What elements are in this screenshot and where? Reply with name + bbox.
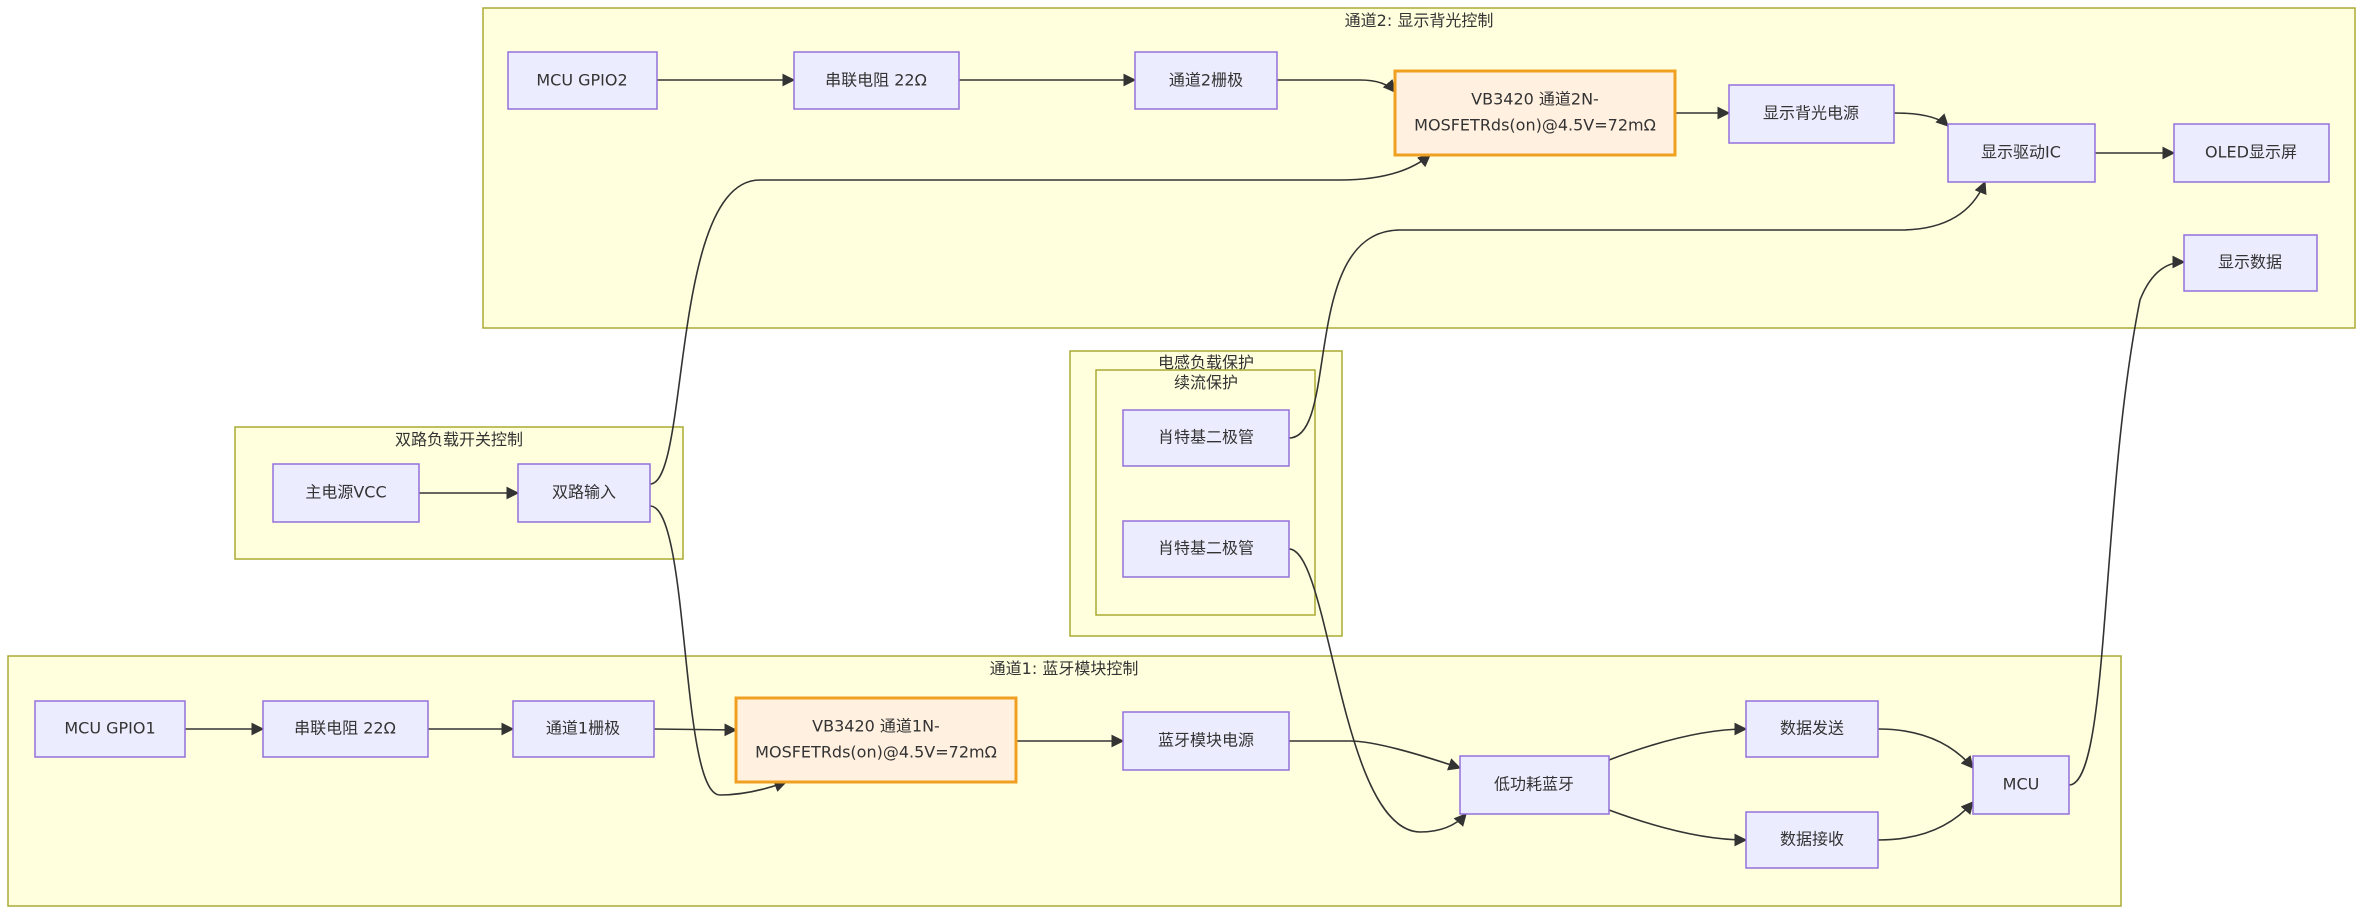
node-data-tx[interactable]: 数据发送 xyxy=(1745,700,1879,758)
node-oled[interactable]: OLED显示屏 xyxy=(2173,123,2330,183)
edge-diode2-ble xyxy=(1288,548,1467,833)
node-bt-power[interactable]: 蓝牙模块电源 xyxy=(1122,711,1290,771)
svg-text:显示驱动IC: 显示驱动IC xyxy=(1981,143,2061,162)
node-gate1[interactable]: 通道1栅极 xyxy=(512,700,655,758)
subgraph-channel1-title: 通道1: 蓝牙模块控制 xyxy=(990,659,1139,678)
svg-text:主电源VCC: 主电源VCC xyxy=(305,483,386,502)
node-data-rx[interactable]: 数据接收 xyxy=(1745,811,1879,869)
svg-text:MOSFETRds(on)@4.5V=72mΩ: MOSFETRds(on)@4.5V=72mΩ xyxy=(755,743,997,762)
node-backlight-power[interactable]: 显示背光电源 xyxy=(1728,84,1895,144)
node-gate2[interactable]: 通道2栅极 xyxy=(1134,51,1278,110)
svg-text:MCU GPIO1: MCU GPIO1 xyxy=(64,719,155,738)
svg-text:MCU: MCU xyxy=(2003,775,2040,794)
node-schottky-diode-2[interactable]: 肖特基二极管 xyxy=(1122,520,1290,578)
edge-backlight-displayic xyxy=(1893,112,1949,127)
edge-diode1-displayic xyxy=(1288,180,1987,439)
svg-text:数据发送: 数据发送 xyxy=(1780,719,1844,738)
node-main-vcc[interactable]: 主电源VCC xyxy=(272,463,420,523)
svg-text:肖特基二极管: 肖特基二极管 xyxy=(1158,539,1254,558)
svg-text:MCU GPIO2: MCU GPIO2 xyxy=(536,71,627,90)
node-mosfet-ch2[interactable]: VB3420 通道2N- MOSFETRds(on)@4.5V=72mΩ xyxy=(1393,69,1677,157)
svg-text:通道2栅极: 通道2栅极 xyxy=(1169,71,1243,90)
node-mcu[interactable]: MCU xyxy=(1972,755,2070,815)
edge-mcu-displaydata xyxy=(2068,255,2186,786)
svg-text:肖特基二极管: 肖特基二极管 xyxy=(1158,428,1254,447)
svg-text:通道1栅极: 通道1栅极 xyxy=(546,719,620,738)
edge-ble-rx xyxy=(1608,809,1748,847)
edge-dual-mos1 xyxy=(649,505,788,796)
svg-text:MOSFETRds(on)@4.5V=72mΩ: MOSFETRds(on)@4.5V=72mΩ xyxy=(1414,116,1656,135)
node-dual-input[interactable]: 双路输入 xyxy=(517,463,651,523)
edge-ble-tx xyxy=(1608,722,1748,761)
edge-btpower-ble xyxy=(1289,740,1462,771)
svg-text:数据接收: 数据接收 xyxy=(1780,830,1844,849)
node-series-resistor-2[interactable]: 串联电阻 22Ω xyxy=(793,51,960,110)
node-mcu-gpio2[interactable]: MCU GPIO2 xyxy=(507,51,658,110)
subgraph-freewheel-title: 续流保护 xyxy=(1174,373,1238,392)
edge-gate2-mos2 xyxy=(1277,79,1396,93)
edges xyxy=(185,73,2186,847)
node-display-data[interactable]: 显示数据 xyxy=(2183,234,2318,292)
svg-text:蓝牙模块电源: 蓝牙模块电源 xyxy=(1158,731,1254,750)
node-mcu-gpio1[interactable]: MCU GPIO1 xyxy=(34,700,186,758)
svg-text:串联电阻 22Ω: 串联电阻 22Ω xyxy=(825,71,927,90)
edge-gate1-mos1 xyxy=(653,723,738,737)
subgraph-dual-load-title: 双路负载开关控制 xyxy=(395,430,523,449)
node-ble[interactable]: 低功耗蓝牙 xyxy=(1459,755,1610,815)
svg-text:双路输入: 双路输入 xyxy=(552,483,616,502)
subgraph-inductive-protection: 电感负载保护 续流保护 xyxy=(1069,350,1343,637)
svg-text:显示数据: 显示数据 xyxy=(2218,253,2282,272)
svg-text:OLED显示屏: OLED显示屏 xyxy=(2205,143,2297,162)
node-schottky-diode-1[interactable]: 肖特基二极管 xyxy=(1122,409,1290,467)
edge-rx-mcu xyxy=(1877,801,1974,841)
svg-text:显示背光电源: 显示背光电源 xyxy=(1763,104,1859,123)
edge-dual-mos2 xyxy=(649,154,1431,485)
svg-text:VB3420 通道1N-: VB3420 通道1N- xyxy=(812,717,940,736)
subgraph-inductive-title: 电感负载保护 xyxy=(1158,353,1254,372)
subgraph-channel2-title: 通道2: 显示背光控制 xyxy=(1345,11,1494,30)
edge-tx-mcu xyxy=(1877,728,1974,769)
node-mosfet-ch1[interactable]: VB3420 通道1N- MOSFETRds(on)@4.5V=72mΩ xyxy=(734,696,1018,784)
svg-text:串联电阻 22Ω: 串联电阻 22Ω xyxy=(294,719,396,738)
svg-text:VB3420 通道2N-: VB3420 通道2N- xyxy=(1471,90,1599,109)
svg-text:低功耗蓝牙: 低功耗蓝牙 xyxy=(1494,775,1574,794)
node-display-ic[interactable]: 显示驱动IC xyxy=(1947,123,2096,183)
node-series-resistor-1[interactable]: 串联电阻 22Ω xyxy=(262,700,429,758)
